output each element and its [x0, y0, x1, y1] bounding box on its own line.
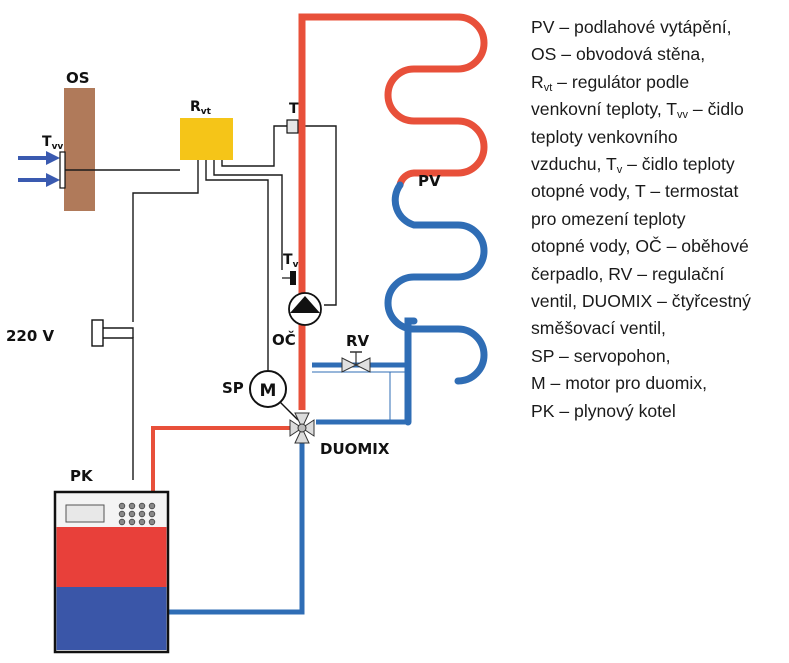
regulator-rvt	[180, 118, 233, 160]
label-sp: SP	[222, 379, 244, 397]
legend-line: pro omezení teploty	[531, 208, 686, 229]
floor-heating-coil-hot	[384, 13, 488, 189]
legend-line: OS – obvodová stěna,	[531, 44, 706, 65]
legend-line: PK – plynový kotel	[531, 400, 676, 421]
cold-return-pipe	[316, 322, 411, 425]
label-tvv: Tvv	[42, 134, 63, 152]
legend-line: M – motor pro duomix,	[531, 373, 707, 394]
legend-line: venkovní teploty, Tvv – čidlo	[531, 99, 744, 122]
duomix-mixing-valve	[289, 412, 315, 444]
regulating-valve-rv	[341, 351, 371, 373]
legend-line: ventil, DUOMIX – čtyřcestný	[531, 291, 751, 312]
servo-motor: M	[249, 370, 299, 421]
legend-line: směšovací ventil,	[531, 318, 666, 339]
label-pv: PV	[418, 172, 441, 190]
floor-heating-coil-cold	[384, 181, 488, 426]
label-rvt: Rvt	[190, 99, 212, 117]
label-duomix: DUOMIX	[320, 440, 390, 458]
control-wiring	[65, 125, 337, 480]
outdoor-air-arrows	[18, 151, 60, 187]
power-plug-220v	[91, 319, 104, 347]
boiler-control-buttons	[118, 502, 156, 526]
label-pk: PK	[70, 467, 94, 485]
label-rv: RV	[346, 332, 370, 350]
boiler-display	[65, 504, 105, 523]
label-t: T	[289, 101, 299, 117]
label-oc: OČ	[272, 330, 296, 349]
gas-boiler-pk	[53, 490, 170, 654]
svg-text:M: M	[260, 381, 277, 401]
cold-pipe-mixer-to-boiler	[168, 440, 305, 615]
label-tv: Tv	[283, 252, 299, 270]
legend-line: teploty venkovního	[531, 126, 678, 147]
circulation-pump	[288, 292, 322, 326]
legend-line: SP – servopohon,	[531, 345, 671, 366]
outer-wall	[64, 88, 95, 211]
legend-line: Rvt – regulátor podle	[531, 71, 690, 94]
legend-line: čerpadlo, RV – regulační	[531, 263, 725, 284]
outdoor-sensor-tvv	[59, 151, 66, 189]
hot-pipe-boiler-to-mixer	[151, 426, 296, 492]
legend-line: vzduchu, Tv – čidlo teploty	[531, 154, 735, 177]
water-sensor-tv	[282, 271, 296, 285]
thermostat-t	[286, 119, 299, 134]
hot-riser-pipe	[298, 13, 460, 410]
label-220v: 220 V	[6, 327, 55, 345]
legend-line: otopné vody, T – termostat	[531, 181, 739, 202]
label-os: OS	[66, 69, 90, 87]
legend-line: PV – podlahové vytápění,	[531, 17, 732, 37]
legend: PV – podlahové vytápění, OS – obvodová s…	[531, 14, 787, 425]
legend-line: otopné vody, OČ – oběhové	[531, 236, 749, 257]
